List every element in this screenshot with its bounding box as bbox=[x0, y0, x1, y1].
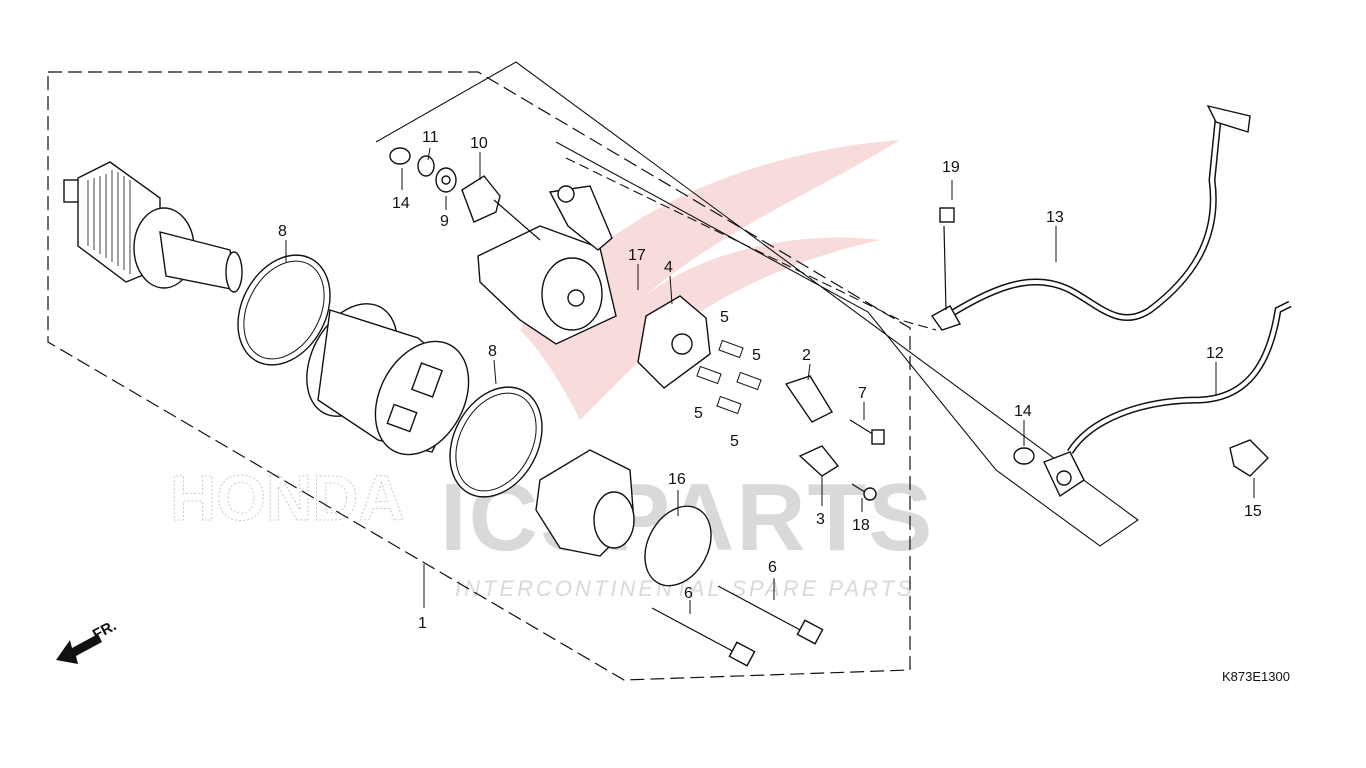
brush-holder bbox=[637, 295, 711, 389]
callout-15: 15 bbox=[1244, 503, 1262, 520]
leader-lines bbox=[285, 147, 1255, 614]
watermark-badge: HONDA bbox=[170, 462, 405, 534]
callout-6: 6 bbox=[768, 559, 777, 576]
long-bolts bbox=[651, 585, 824, 667]
callout-12: 12 bbox=[1206, 345, 1224, 362]
subassembly-frame bbox=[375, 61, 1139, 547]
assembly-frame bbox=[47, 71, 911, 681]
armature bbox=[63, 161, 243, 293]
o-ring bbox=[237, 254, 331, 366]
terminal-parts bbox=[784, 375, 885, 501]
callout-5: 5 bbox=[730, 433, 739, 450]
callout-6: 6 bbox=[684, 585, 693, 602]
callout-2: 2 bbox=[802, 347, 811, 364]
callout-8: 8 bbox=[278, 223, 287, 240]
callout-4: 4 bbox=[664, 259, 673, 276]
callout-19: 19 bbox=[942, 159, 960, 176]
starter-cable-13 bbox=[930, 104, 1251, 331]
callout-labels: 1 2 3 4 5 5 5 5 6 6 7 8 8 9 10 11 12 13 … bbox=[278, 129, 1262, 632]
battery-cable-12 bbox=[1013, 300, 1292, 498]
nut-washer-set bbox=[389, 147, 541, 241]
callout-14: 14 bbox=[1014, 403, 1032, 420]
callout-5: 5 bbox=[752, 347, 761, 364]
o-ring bbox=[449, 386, 543, 498]
rear-cover bbox=[477, 185, 617, 345]
callout-5: 5 bbox=[694, 405, 703, 422]
callout-5: 5 bbox=[720, 309, 729, 326]
watermark-wing-logo bbox=[520, 140, 900, 420]
callout-7: 7 bbox=[858, 385, 867, 402]
brush-springs bbox=[696, 339, 762, 415]
callout-14: 14 bbox=[392, 195, 410, 212]
callout-17: 17 bbox=[628, 247, 646, 264]
callout-16: 16 bbox=[668, 471, 686, 488]
front-direction-arrow: FR. bbox=[56, 617, 119, 664]
callout-10: 10 bbox=[470, 135, 488, 152]
callout-3: 3 bbox=[816, 511, 825, 528]
callout-8: 8 bbox=[488, 343, 497, 360]
diagram-code: K873E1300 bbox=[1222, 669, 1290, 684]
yoke bbox=[306, 303, 470, 456]
callout-13: 13 bbox=[1046, 209, 1064, 226]
callout-18: 18 bbox=[852, 517, 870, 534]
callout-1: 1 bbox=[418, 615, 427, 632]
callout-11: 11 bbox=[422, 129, 439, 146]
front-cover bbox=[535, 449, 712, 587]
callout-9: 9 bbox=[440, 213, 449, 230]
